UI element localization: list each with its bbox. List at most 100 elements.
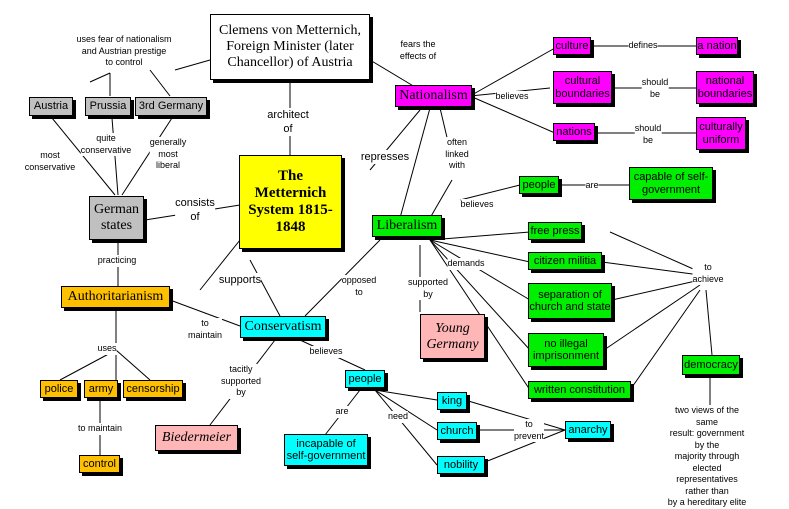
label-supported-by: supported by bbox=[407, 277, 449, 301]
node-incapable[interactable]: incapable of self-government bbox=[284, 434, 368, 466]
node-german-states[interactable]: German states bbox=[89, 196, 144, 240]
node-metternich-system[interactable]: The Metternich System 1815-1848 bbox=[239, 155, 342, 249]
label-to-maintain: to maintain bbox=[77, 423, 123, 435]
node-separation-text: separation of church and state bbox=[529, 288, 611, 313]
label-demands: demands bbox=[447, 258, 485, 270]
node-austria[interactable]: Austria bbox=[29, 97, 73, 116]
node-cultural-boundaries[interactable]: cultural boundaries bbox=[553, 71, 612, 104]
node-anarchy[interactable]: anarchy bbox=[565, 421, 611, 439]
node-people-conservatism-text: people bbox=[348, 372, 382, 385]
node-nations[interactable]: nations bbox=[553, 123, 595, 141]
node-biedermeier-text: Biedermeier bbox=[161, 430, 232, 446]
node-democracy-text: democracy bbox=[684, 358, 738, 371]
node-no-illegal-imprisonment-text: no illegal imprisonment bbox=[532, 337, 600, 362]
label-often-linked: often linked with bbox=[445, 137, 469, 172]
label-should-be-2: should be bbox=[634, 123, 662, 147]
node-culturally-uniform[interactable]: culturally uniform bbox=[696, 117, 746, 150]
node-liberalism[interactable]: Liberalism bbox=[372, 215, 442, 237]
node-free-press-text: free press bbox=[530, 224, 580, 237]
label-need: need bbox=[387, 411, 409, 423]
node-culture-text: culture bbox=[555, 39, 589, 52]
label-consists-of: consists of bbox=[175, 196, 215, 225]
label-two-views: two views of the same result: government… bbox=[666, 405, 748, 509]
label-opposed-to: opposed to bbox=[341, 275, 377, 299]
node-prussia[interactable]: Prussia bbox=[85, 97, 131, 116]
node-young-germany-text: Young Germany bbox=[426, 320, 479, 352]
node-nobility[interactable]: nobility bbox=[437, 456, 485, 474]
node-cultural-boundaries-text: cultural boundaries bbox=[555, 75, 610, 100]
node-a-nation-text: a nation bbox=[697, 39, 737, 52]
node-national-boundaries-text: national boundaries bbox=[697, 75, 753, 100]
node-biedermeier[interactable]: Biedermeier bbox=[155, 425, 238, 451]
node-authoritarianism[interactable]: Authoritarianism bbox=[61, 286, 170, 308]
node-king-text: king bbox=[441, 394, 463, 407]
node-free-press[interactable]: free press bbox=[528, 222, 582, 240]
node-culturally-uniform-text: culturally uniform bbox=[699, 121, 743, 146]
node-young-germany[interactable]: Young Germany bbox=[420, 314, 485, 359]
node-police-text: police bbox=[44, 382, 74, 395]
node-people-conservatism[interactable]: people bbox=[345, 370, 385, 388]
node-control[interactable]: control bbox=[79, 455, 120, 473]
node-culture[interactable]: culture bbox=[553, 37, 591, 55]
label-most-conservative: most conservative bbox=[24, 150, 76, 174]
node-german-states-text: German states bbox=[93, 202, 140, 233]
label-defines: defines bbox=[628, 40, 658, 52]
node-prussia-text: Prussia bbox=[89, 100, 127, 113]
node-anarchy-text: anarchy bbox=[568, 423, 608, 436]
label-supports: supports bbox=[218, 273, 262, 288]
node-people-liberalism[interactable]: people bbox=[519, 176, 559, 194]
node-democracy[interactable]: democracy bbox=[682, 355, 740, 375]
node-conservatism-text: Conservatism bbox=[244, 319, 322, 335]
label-to-maintain-conservatism: to maintain bbox=[187, 318, 223, 342]
node-liberalism-text: Liberalism bbox=[376, 218, 438, 234]
node-nationalism-text: Nationalism bbox=[399, 88, 468, 104]
node-church[interactable]: church bbox=[437, 422, 477, 440]
node-written-constitution[interactable]: written constitution bbox=[528, 381, 631, 399]
node-capable[interactable]: capable of self-government bbox=[629, 167, 713, 200]
node-nationalism[interactable]: Nationalism bbox=[395, 85, 472, 107]
label-architect-of: architect of bbox=[267, 108, 309, 137]
node-metternich-system-text: The Metternich System 1815-1848 bbox=[248, 168, 333, 235]
label-believes-nationalism: believes bbox=[495, 91, 529, 103]
node-army-text: army bbox=[88, 382, 114, 395]
node-written-constitution-text: written constitution bbox=[533, 383, 626, 396]
node-no-illegal-imprisonment[interactable]: no illegal imprisonment bbox=[528, 333, 604, 367]
node-people-liberalism-text: people bbox=[522, 178, 556, 191]
node-authoritarianism-text: Authoritarianism bbox=[67, 289, 164, 305]
label-generally-liberal: generally most liberal bbox=[149, 137, 187, 172]
label-believes-liberalism: believes bbox=[460, 199, 494, 211]
node-separation[interactable]: separation of church and state bbox=[528, 283, 612, 319]
node-austria-text: Austria bbox=[33, 100, 69, 113]
node-nobility-text: nobility bbox=[443, 458, 479, 471]
node-censorship-text: censorship bbox=[126, 382, 180, 395]
label-quite-conservative: quite conservative bbox=[80, 133, 132, 157]
node-a-nation[interactable]: a nation bbox=[696, 37, 738, 55]
label-should-be-1: should be bbox=[641, 77, 669, 101]
node-third-germany[interactable]: 3rd Germany bbox=[135, 97, 207, 116]
node-king[interactable]: king bbox=[437, 392, 467, 410]
label-are-conservatism: are bbox=[335, 406, 349, 418]
node-metternich[interactable]: Clemens von Metternich, Foreign Minister… bbox=[210, 14, 370, 80]
node-police[interactable]: police bbox=[40, 380, 78, 398]
node-national-boundaries[interactable]: national boundaries bbox=[696, 71, 754, 104]
node-citizen-militia[interactable]: citizen militia bbox=[528, 252, 602, 270]
node-third-germany-text: 3rd Germany bbox=[138, 100, 204, 113]
node-church-text: church bbox=[440, 424, 474, 437]
node-nations-text: nations bbox=[556, 125, 592, 138]
label-believes-conservatism: believes bbox=[309, 346, 343, 358]
label-to-prevent: to prevent bbox=[513, 419, 545, 443]
node-citizen-militia-text: citizen militia bbox=[533, 254, 597, 267]
node-metternich-text: Clemens von Metternich, Foreign Minister… bbox=[219, 23, 361, 70]
node-conservatism[interactable]: Conservatism bbox=[240, 316, 326, 338]
label-represses: represses bbox=[360, 150, 410, 165]
label-are-liberalism: are bbox=[585, 180, 599, 192]
node-capable-text: capable of self-government bbox=[633, 171, 709, 196]
node-army[interactable]: army bbox=[84, 380, 118, 398]
node-censorship[interactable]: censorship bbox=[123, 380, 183, 398]
label-to-achieve: to achieve bbox=[692, 262, 724, 286]
label-fears-effects: fears the effects of bbox=[399, 39, 437, 63]
label-practicing: practicing bbox=[97, 255, 137, 267]
label-tacitly-supported-by: tacitly supported by bbox=[220, 364, 262, 399]
node-incapable-text: incapable of self-government bbox=[286, 437, 366, 462]
label-uses-fear: uses fear of nationalism and Austrian pr… bbox=[76, 34, 172, 69]
